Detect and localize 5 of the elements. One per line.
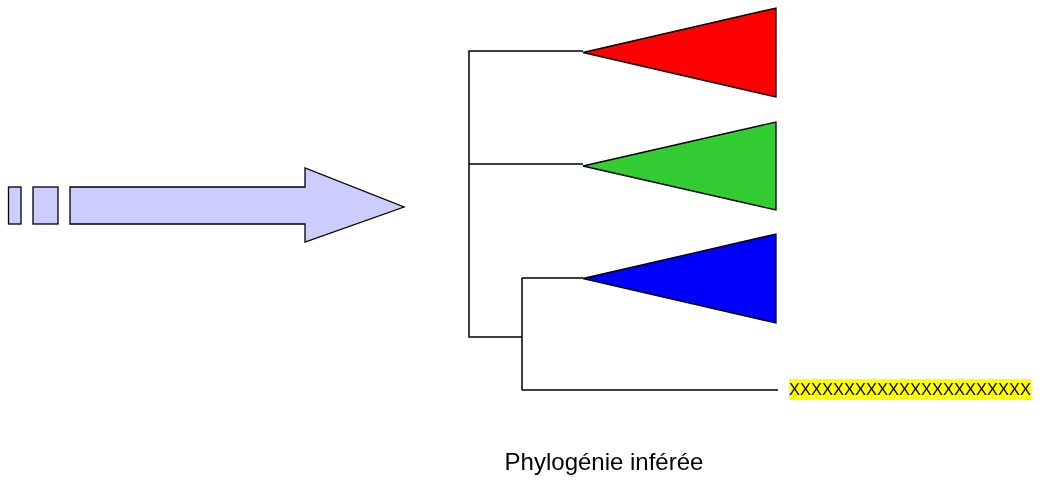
clade-triangle bbox=[583, 234, 776, 323]
clade-triangle bbox=[583, 122, 776, 210]
clade-triangle bbox=[583, 8, 776, 97]
taxon-label: XXXXXXXXXXXXXXXXXXXXXX bbox=[789, 379, 1032, 400]
caption: Phylogénie inférée bbox=[504, 448, 704, 476]
